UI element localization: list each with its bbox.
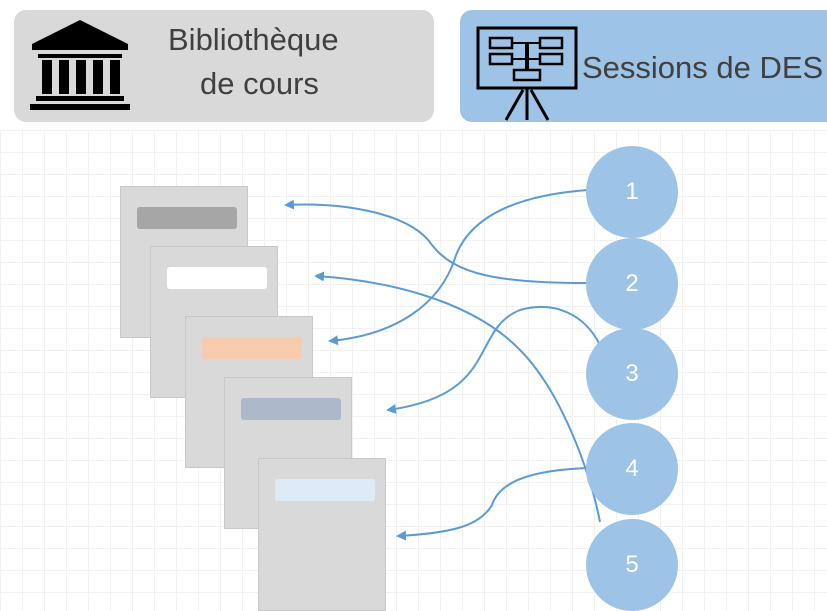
library-title-line2: de cours (200, 66, 319, 101)
arrow-1-to-page-3 (328, 189, 589, 346)
step-circle-5[interactable]: 5 (586, 519, 678, 611)
arrow-4-to-page-5 (396, 467, 589, 541)
arrow-2-to-page-1 (284, 199, 589, 284)
step-circle-3[interactable]: 3 (586, 328, 678, 420)
step-circle-4[interactable]: 4 (586, 423, 678, 515)
page-title-bar (275, 479, 375, 501)
arrow-5-to-page-2 (314, 271, 601, 523)
course-page-5[interactable] (258, 458, 386, 611)
presentation-board-icon (476, 26, 578, 121)
page-title-bar (137, 207, 237, 229)
library-title-line1: Bibliothèque (168, 22, 339, 57)
step-circle-1[interactable]: 1 (586, 146, 678, 238)
arrow-3-to-page-4 (386, 305, 601, 414)
page-title-bar (167, 267, 267, 289)
step-circle-2[interactable]: 2 (586, 238, 678, 330)
bank-building-icon (30, 20, 130, 110)
des-sessions-box[interactable]: Sessions de DES (460, 10, 827, 122)
des-sessions-title: Sessions de DES (582, 50, 824, 85)
page-title-bar (241, 398, 341, 420)
course-library-box[interactable]: Bibliothèque de cours (14, 10, 434, 122)
page-title-bar (202, 337, 302, 359)
